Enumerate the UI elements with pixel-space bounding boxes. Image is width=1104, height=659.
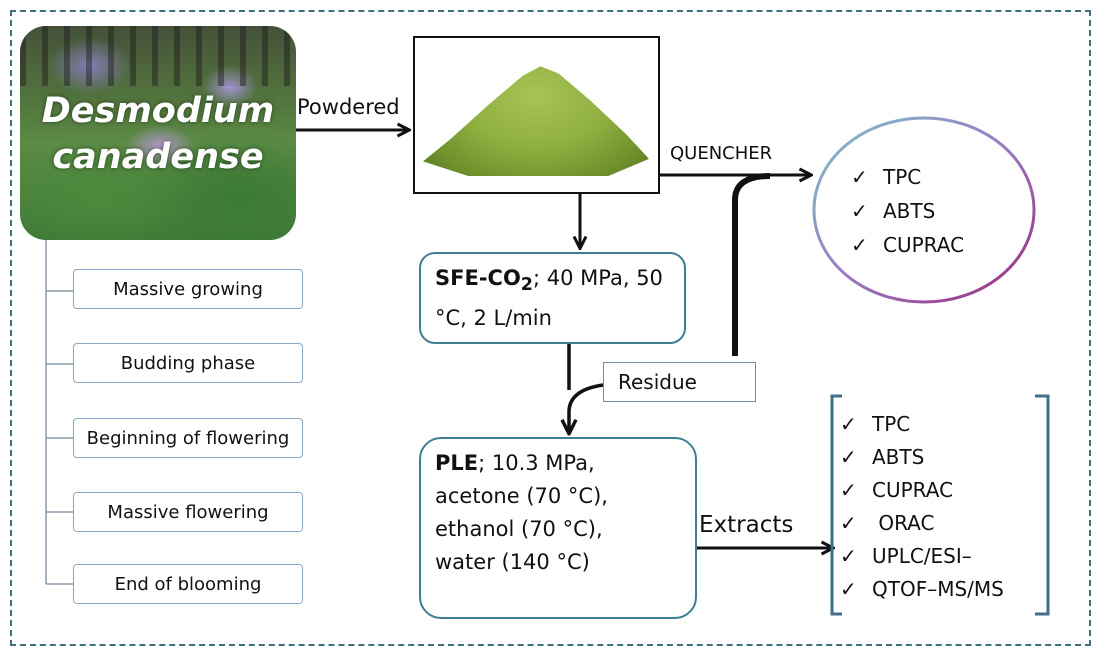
check-icon: ✓ [840,412,857,436]
sfe-co2-box: SFE-CO2; 40 MPa, 50 °C, 2 L/min [419,252,686,344]
powder-pile [423,66,649,176]
label-extracts: Extracts [699,512,794,538]
quencher-assay-item: ✓ABTS [851,199,936,223]
label-powdered: Powdered [297,95,400,119]
plant-photo: Desmodium canadense [20,26,296,240]
plant-species-title: Desmodium canadense [20,88,296,180]
plant-title-genus: Desmodium [41,91,275,131]
check-icon: ✓ [851,199,868,223]
stage-end-of-blooming: End of blooming [73,564,303,604]
sfe-subscript: 2 [520,275,533,296]
plant-photo-trees [20,26,296,86]
arrow-residue-to-ple [569,383,604,432]
stage-massive-growing: Massive growing [73,269,303,309]
quencher-assay-item: ✓CUPRAC [851,233,965,257]
ple-bold: PLE [435,451,479,475]
sfe-bold: SFE-CO [435,266,521,290]
extract-bracket-right [1035,394,1050,616]
stage-budding-phase: Budding phase [73,343,303,383]
quencher-assay-ellipse [812,116,1036,304]
extract-assay-item: ✓TPC [840,412,911,436]
extract-assay-item: ✓ ORAC [840,511,935,535]
plant-title-species: canadense [52,137,264,177]
check-icon: ✓ [840,445,857,469]
check-icon: ✓ [840,544,857,568]
check-icon: ✓ [851,165,868,189]
sfe-conditions: ; 40 MPa, 50 °C, 2 L/min [435,266,663,331]
powder-image [413,36,660,194]
label-quencher: QUENCHER [670,143,773,164]
check-icon: ✓ [840,511,857,535]
ple-ethanol: ethanol (70 °C), [435,517,603,541]
ple-pressure: ; 10.3 MPa, [478,451,595,475]
extract-bracket-left [830,394,842,616]
check-icon: ✓ [840,478,857,502]
extract-assay-item: ✓CUPRAC [840,478,954,502]
quencher-assay-list: ✓TPC ✓ABTS ✓CUPRAC [851,165,1011,265]
check-icon: ✓ [851,233,868,257]
ple-water: water (140 °C) [435,550,590,574]
extract-assay-item: ✓ABTS [840,445,925,469]
quencher-assay-item: ✓TPC [851,165,922,189]
extract-assay-list: ✓TPC ✓ABTS ✓CUPRAC ✓ ORAC ✓UPLC/ESI– ✓QT… [840,412,1040,612]
stage-beginning-of-flowering: Beginning of flowering [73,418,303,458]
arrow-residue-up [732,173,771,356]
extract-assay-item: ✓QTOF–MS/MS [840,577,1004,601]
check-icon: ✓ [840,577,857,601]
extract-assay-item: ✓UPLC/ESI– [840,544,972,568]
ple-box: PLE; 10.3 MPa, acetone (70 °C), ethanol … [419,437,697,619]
stage-massive-flowering: Massive flowering [73,492,303,532]
ple-acetone: acetone (70 °C), [435,484,608,508]
residue-box: Residue [603,362,756,402]
outer-dashed-frame [10,10,1091,646]
